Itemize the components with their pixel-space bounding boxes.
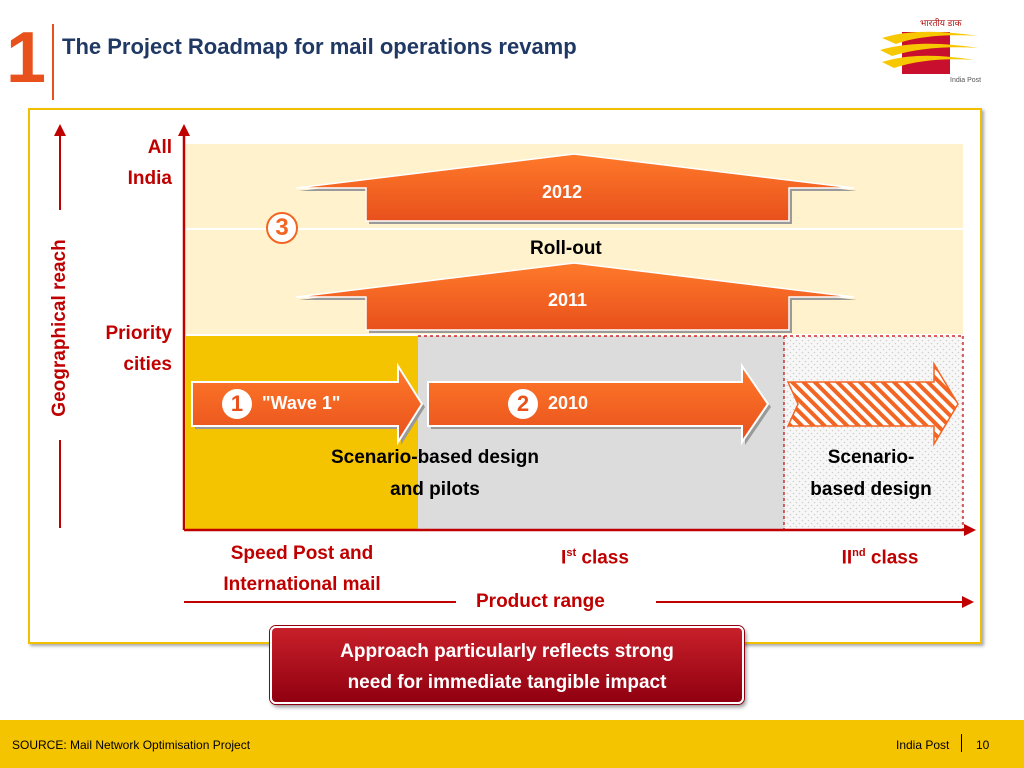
x-category-speed-post-line-2: International mail <box>223 574 381 595</box>
wave-2-arrow <box>427 362 771 446</box>
rollout-2012-arrow <box>295 153 857 224</box>
slide-title: The Project Roadmap for mail operations … <box>62 34 577 59</box>
footer-divider <box>961 734 962 752</box>
x-axis-label: Product range <box>476 591 605 612</box>
x-category-speed-post-line-1: Speed Post and <box>230 543 374 564</box>
footer-bar <box>0 720 1024 768</box>
future-striped-arrow <box>786 361 959 447</box>
title-divider <box>52 24 54 100</box>
first-class-sup: st <box>566 547 577 559</box>
page-number: 10 <box>976 738 990 752</box>
y-label-arrowhead <box>54 124 66 136</box>
pilot-description-line-1: Scenario-based design <box>330 447 539 468</box>
rollout-2011-arrow <box>295 262 857 333</box>
y-level-all-india: All India <box>127 137 172 189</box>
design-description: Scenario-based design <box>790 442 952 506</box>
rollout-label: Roll-out <box>530 238 602 259</box>
first-class-rest: class <box>576 547 629 569</box>
wave-2-label: 2010 <box>548 393 589 413</box>
first-class-band <box>418 336 784 530</box>
x-label-arrowhead <box>962 596 974 608</box>
marker-1-label: 1 <box>230 391 244 416</box>
design-description-line-2: based design <box>810 479 932 500</box>
y-axis-label: Geographical reach <box>49 239 70 417</box>
slide-number: 1 <box>6 18 47 98</box>
x-axis-arrowhead <box>964 524 976 536</box>
rollout-2011-label: 2011 <box>548 290 588 310</box>
rollout-2012-label: 2012 <box>542 182 583 202</box>
logo-caption: India Post <box>950 77 982 84</box>
callout-box: Approach particularly reflects strong ne… <box>270 626 744 704</box>
marker-2-icon: 2 <box>508 389 538 419</box>
second-class-base: II <box>841 547 853 569</box>
x-category-second-class: IInd class <box>820 538 940 573</box>
second-class-band <box>784 336 963 530</box>
x-category-first-class: Ist class <box>540 538 650 573</box>
callout-line-2: need for immediate tangible impact <box>347 672 667 693</box>
second-class-rest: class <box>865 547 919 569</box>
wave-1-label: "Wave 1" <box>262 393 341 413</box>
callout-line-1: Approach particularly reflects strong <box>340 641 674 662</box>
y-level-priority-cities: Priority cities <box>105 323 172 375</box>
first-class-base: I <box>561 547 567 569</box>
speed-post-band <box>186 336 418 530</box>
footer-source: SOURCE: Mail Network Optimisation Projec… <box>12 738 251 752</box>
logo-hindi-text: भारतीय डाक <box>920 18 962 28</box>
y-axis-arrowhead <box>178 124 190 136</box>
marker-1-icon: 1 <box>222 389 252 419</box>
footer-brand: India Post <box>896 738 950 752</box>
marker-3-label: 3 <box>275 214 289 241</box>
pilot-description-line-2: and pilots <box>390 479 480 500</box>
wave-1-arrow <box>191 362 425 446</box>
pilot-description: Scenario-based design and pilots <box>300 442 570 506</box>
second-class-sup: nd <box>852 547 866 559</box>
marker-3-icon: 3 <box>266 212 298 244</box>
marker-2-label: 2 <box>516 391 530 416</box>
design-description-line-1: Scenario- <box>827 447 915 468</box>
india-post-logo-icon <box>880 31 978 74</box>
